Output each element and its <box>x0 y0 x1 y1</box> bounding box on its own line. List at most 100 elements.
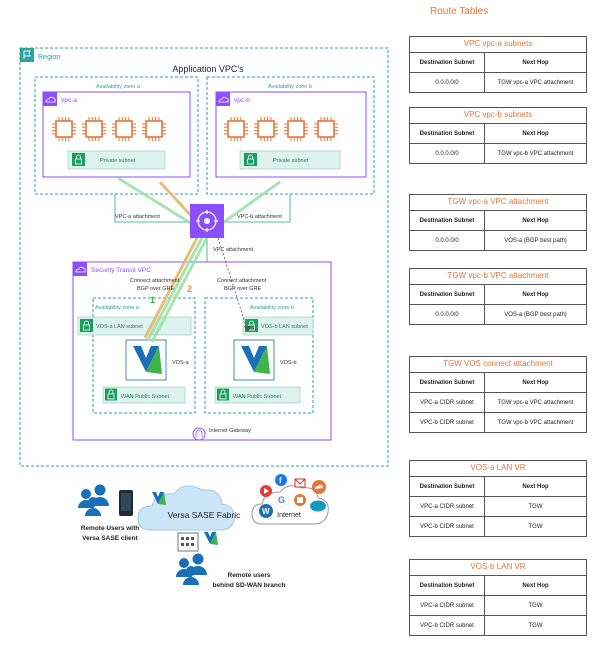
route-table-header: Destination Subnet <box>409 575 485 596</box>
next-hop-cell: TGW vpc-a VPC attachment <box>484 72 587 93</box>
wan-a-label: WAN Public Subnet <box>121 394 170 400</box>
private-subnet-a <box>67 150 166 170</box>
route-table-title: VPC vpc-b subnets <box>463 110 533 119</box>
instance-chip-icon <box>314 117 338 141</box>
vpc-b-box <box>215 91 367 178</box>
sec-az-b-box <box>204 297 314 414</box>
region-flag-icon <box>20 48 34 62</box>
vpc-a-attachment-label: VPC-a attachment <box>115 214 160 220</box>
route-table-title-box <box>409 107 587 123</box>
wan-subnet-a <box>102 386 186 404</box>
vos-a-lan-label: VOS-a LAN subnet <box>96 324 143 330</box>
private-subnet-a-label: Private subnet <box>100 158 136 164</box>
instance-chips <box>52 117 338 141</box>
wan-a-lock-icon <box>105 388 117 401</box>
security-vpc-label: Security Transit VPC <box>91 267 151 274</box>
route-table-title-box <box>409 268 587 284</box>
vos-a-label: VOS-a <box>172 360 189 366</box>
instance-chip-icon <box>82 117 106 141</box>
connect-arrowhead <box>244 326 251 332</box>
bgp-gre-a-label: BGP over GRE <box>137 286 175 292</box>
destination-subnet-cell: VPC-a CIDR subnet <box>409 595 485 616</box>
igw-label: Internet Gateway <box>209 428 251 434</box>
next-hop-cell: TGW <box>484 516 587 537</box>
route-table-title: TGW vpc-a VPC attachment <box>447 197 549 206</box>
google-icon: G <box>274 492 290 508</box>
security-vpc-cloud-icon <box>73 262 87 276</box>
step-1-label: 1 <box>150 295 155 305</box>
svg-text:G: G <box>278 495 285 505</box>
region-box <box>19 47 389 467</box>
sec-az-b-label: Availability zone b <box>250 305 294 311</box>
private-subnet-b-label: Private subnet <box>273 158 309 164</box>
instance-chip-icon <box>142 117 166 141</box>
route-table-title-box <box>409 194 587 210</box>
remote-users-sase-line2: Versa SASE client <box>82 535 138 542</box>
versa-sase-label: Versa SASE Fabric <box>168 510 242 520</box>
flow-green-a <box>117 176 207 341</box>
destination-subnet-cell: VPC-b CIDR subnet <box>409 615 485 636</box>
versa-logo-icon <box>152 492 218 545</box>
vos-a-lan-lock-icon <box>80 319 93 332</box>
vpc-b-attachment-line <box>224 194 291 223</box>
route-table-header: Next Hop <box>484 372 587 393</box>
destination-subnet-cell: VPC-b CIDR subnet <box>409 516 485 537</box>
route-table-header: Next Hop <box>484 52 587 73</box>
remote-users-branch-line1: Remote users <box>228 572 271 579</box>
route-table-header: Destination Subnet <box>409 123 485 144</box>
private-subnet-a-lock-icon <box>72 153 85 166</box>
route-table-title-box <box>409 559 587 575</box>
route-table-header: Next Hop <box>484 476 587 497</box>
webex-icon: W <box>259 504 273 518</box>
az-a-label: Availability zone a <box>96 84 141 90</box>
next-hop-cell: TGW <box>484 595 587 616</box>
wan-b-label: WAN Public Subnet <box>233 394 282 400</box>
route-table-header: Destination Subnet <box>409 284 485 305</box>
phone-icon <box>119 490 133 516</box>
youtube-icon <box>260 485 272 497</box>
flow-orange <box>143 231 202 339</box>
destination-subnet-cell: 0.0.0.0/0 <box>409 143 485 164</box>
az-b-label: Availability zone b <box>268 84 312 90</box>
az-a-box <box>34 76 199 195</box>
instance-chip-icon <box>254 117 278 141</box>
app-vpcs-label: Application VPC's <box>172 64 244 74</box>
remote-users-sase-line1: Remote Users with <box>81 525 140 532</box>
route-table-title-box <box>409 36 587 52</box>
next-hop-cell: VOS-a (BGP best path) <box>484 304 587 325</box>
route-table-header: Next Hop <box>484 123 587 144</box>
vpc-attachment-label: VPC attachment <box>213 247 254 253</box>
internet-gateway-icon <box>192 427 206 441</box>
svg-text:W: W <box>262 507 270 516</box>
route-table-title-box <box>409 460 587 476</box>
vos-b-icon <box>233 339 275 381</box>
route-table-header: Destination Subnet <box>409 52 485 73</box>
connect-attachment-b-label: Connect attachment <box>217 278 267 284</box>
vpc-b-cloud-icon <box>216 92 230 106</box>
next-hop-cell: VOS-a (BGP best path) <box>484 230 587 251</box>
destination-subnet-cell: VPC-b CIDR subnet <box>409 412 485 433</box>
security-vpc-box <box>72 261 332 441</box>
vpc-b-label: vpc-b <box>234 97 250 104</box>
sec-az-a-box <box>92 297 196 414</box>
private-subnet-b <box>239 150 341 170</box>
next-hop-cell: TGW vpc-b VPC attachment <box>484 143 587 164</box>
destination-subnet-cell: VPC-a CIDR subnet <box>409 392 485 413</box>
next-hop-cell: TGW vpc-a VPC attachment <box>484 392 587 413</box>
vpc-a-cloud-icon <box>43 92 57 106</box>
cloud-service-icon <box>312 480 326 494</box>
route-table-title: TGW VOS connect attachment <box>443 359 553 368</box>
instance-chip-icon <box>284 117 308 141</box>
route-table-title: VOS-b LAN VR <box>470 562 526 571</box>
route-table-title: TGW vpc-b VPC attachment <box>447 271 549 280</box>
